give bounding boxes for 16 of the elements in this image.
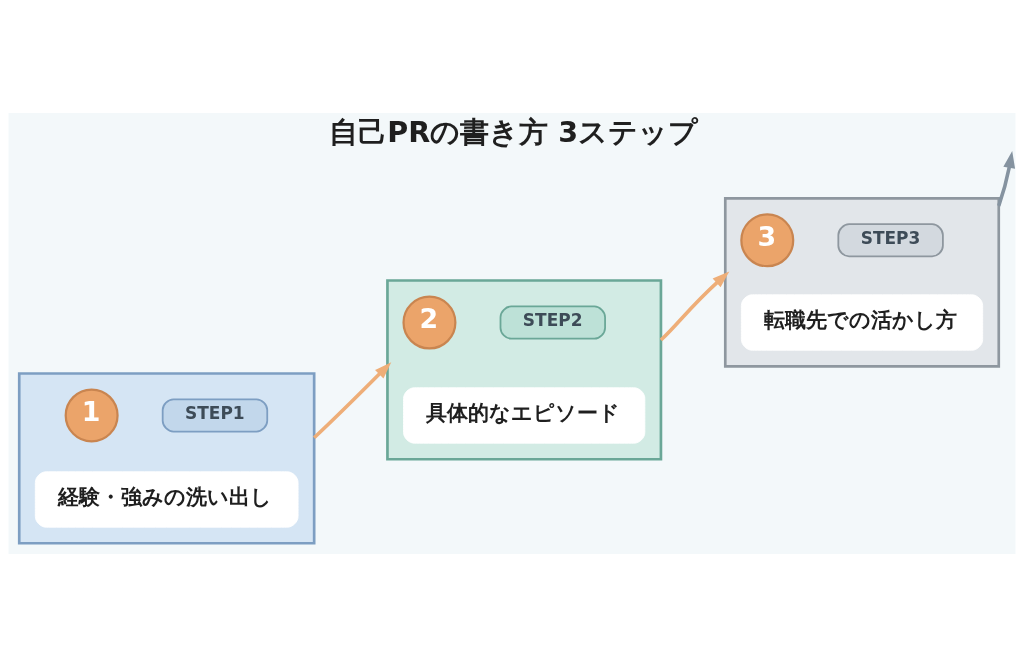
arrow (997, 150, 1016, 206)
node-box: STEP2 (499, 305, 606, 339)
arrow (659, 271, 730, 341)
cluster (386, 278, 663, 461)
node-box: 具体的なエピソード (403, 386, 646, 444)
node-box: 転職先での活かし方 (740, 293, 984, 351)
node-circle: 1 (64, 387, 119, 442)
node-circle: 3 (740, 212, 795, 267)
diagram-title: 自己PRの書き方 3ステップ (329, 114, 699, 149)
node-box: 経験・強みの洗い出し (34, 470, 299, 528)
node-box: STEP1 (161, 398, 269, 432)
node-box: STEP3 (837, 222, 944, 257)
cluster (17, 371, 316, 545)
cluster (723, 196, 1001, 368)
arrow (312, 361, 392, 439)
node-circle: 2 (402, 295, 457, 350)
